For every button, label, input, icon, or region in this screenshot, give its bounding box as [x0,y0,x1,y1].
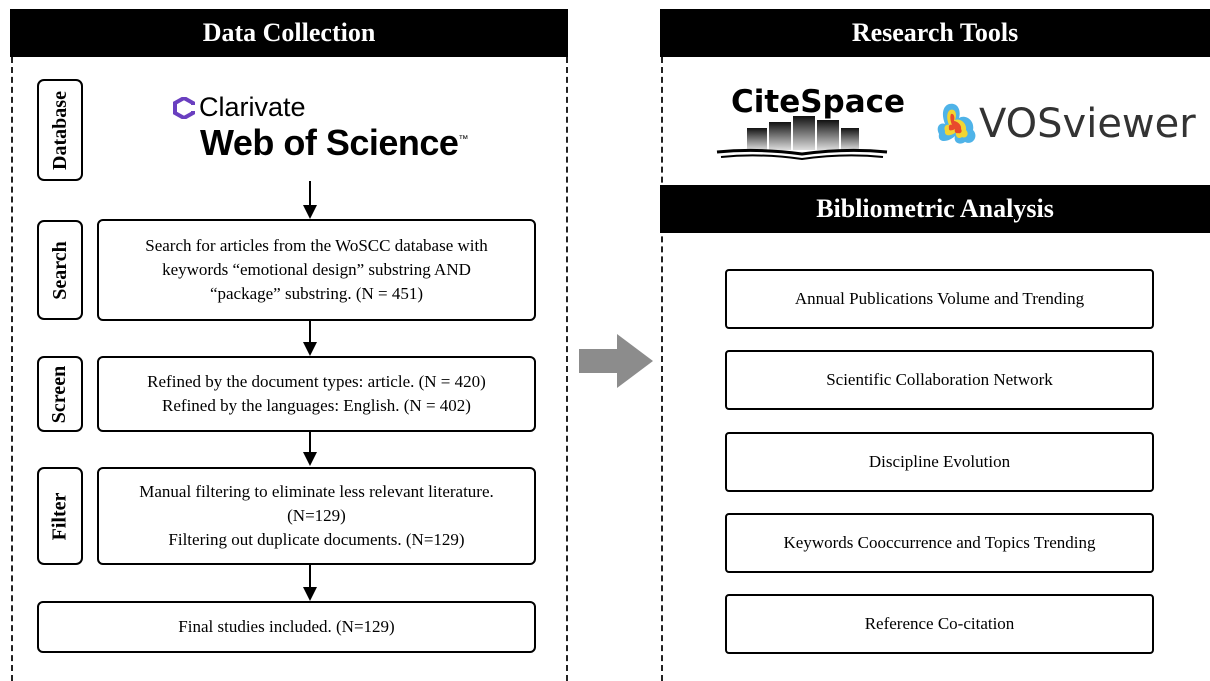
final-text: Final studies included. (N=129) [178,617,395,637]
arrow-filter-to-final-head [303,587,317,601]
screen-text-line-2: Refined by the languages: English. (N = … [162,396,471,415]
stage-label-screen: Screen [37,356,83,432]
screen-text-line-1: Refined by the document types: article. … [147,372,486,392]
analysis-item-collaboration-network: Scientific Collaboration Network [725,350,1154,410]
trademark-mark: ™ [458,134,468,145]
stage-label-search-text: Search [48,240,71,300]
clarivate-brand-text: Clarivate [199,92,306,122]
right-panel-border-left [661,57,663,681]
stage-label-filter: Filter [37,467,83,565]
search-text-line-1: Search for articles from the WoSCC datab… [145,236,488,256]
vosviewer-logo: VOSviewer [935,100,1196,150]
filter-text-line-2: (N=129) [287,506,346,526]
web-of-science-text: Web of Science™ [200,122,468,164]
citespace-book-icon [716,116,888,161]
analysis-item-label: Discipline Evolution [868,452,1011,471]
analysis-item-label: Reference Co-citation [864,614,1015,633]
filter-box: Manual filtering to eliminate less relev… [97,467,536,565]
final-box: Final studies included. (N=129) [37,601,536,653]
arrow-screen-to-filter-head [303,452,317,466]
data-collection-header: Data Collection [10,9,568,57]
analysis-item-label: Keywords Cooccurrence and Topics Trendin… [783,533,1096,552]
flow-arrow-icon [579,334,653,388]
search-text-line-2: keywords “emotional design” substring AN… [162,260,471,280]
arrow-screen-to-filter-line [309,432,311,453]
research-tools-header: Research Tools [660,9,1210,57]
stage-label-database-text: Database [48,90,71,170]
arrow-search-to-screen-head [303,342,317,356]
search-box: Search for articles from the WoSCC datab… [97,219,536,321]
left-panel-border-left [11,57,13,681]
stage-label-database: Database [37,79,83,181]
clarivate-icon [173,97,195,119]
vosviewer-heatmap-icon [937,103,976,144]
citespace-text: CiteSpace [731,84,906,120]
analysis-item-annual-publications: Annual Publications Volume and Trending [725,269,1154,329]
stage-label-screen-text: Screen [48,365,71,423]
vosviewer-text: VOSviewer [979,101,1196,147]
analysis-item-discipline-evolution: Discipline Evolution [725,432,1154,492]
search-text-line-3: “package” substring. (N = 451) [209,283,424,303]
stage-label-filter-text: Filter [48,492,71,540]
analysis-item-label: Scientific Collaboration Network [826,370,1053,389]
analysis-item-reference-cocitation: Reference Co-citation [725,594,1154,654]
bibliometric-analysis-header: Bibliometric Analysis [660,185,1210,233]
citespace-logo: CiteSpace [713,84,905,164]
arrow-search-to-screen-line [309,321,311,343]
data-collection-title: Data Collection [202,18,376,47]
left-panel-border-right [566,57,568,681]
research-tools-title: Research Tools [851,18,1019,47]
web-of-science-logo: Clarivate Web of Science™ [170,90,470,164]
filter-text-line-1: Manual filtering to eliminate less relev… [139,482,494,502]
bibliometric-analysis-title: Bibliometric Analysis [816,194,1054,223]
filter-text-line-3: Filtering out duplicate documents. (N=12… [168,529,465,549]
arrow-filter-to-final-line [309,565,311,588]
analysis-item-keywords-cooccurrence: Keywords Cooccurrence and Topics Trendin… [725,513,1154,573]
arrow-logo-to-search-head [303,205,317,219]
stage-label-search: Search [37,220,83,320]
web-of-science-product: Web of Science [200,122,459,163]
arrow-logo-to-search-line [309,181,311,206]
screen-box: Refined by the document types: article. … [97,356,536,432]
analysis-item-label: Annual Publications Volume and Trending [794,289,1085,308]
